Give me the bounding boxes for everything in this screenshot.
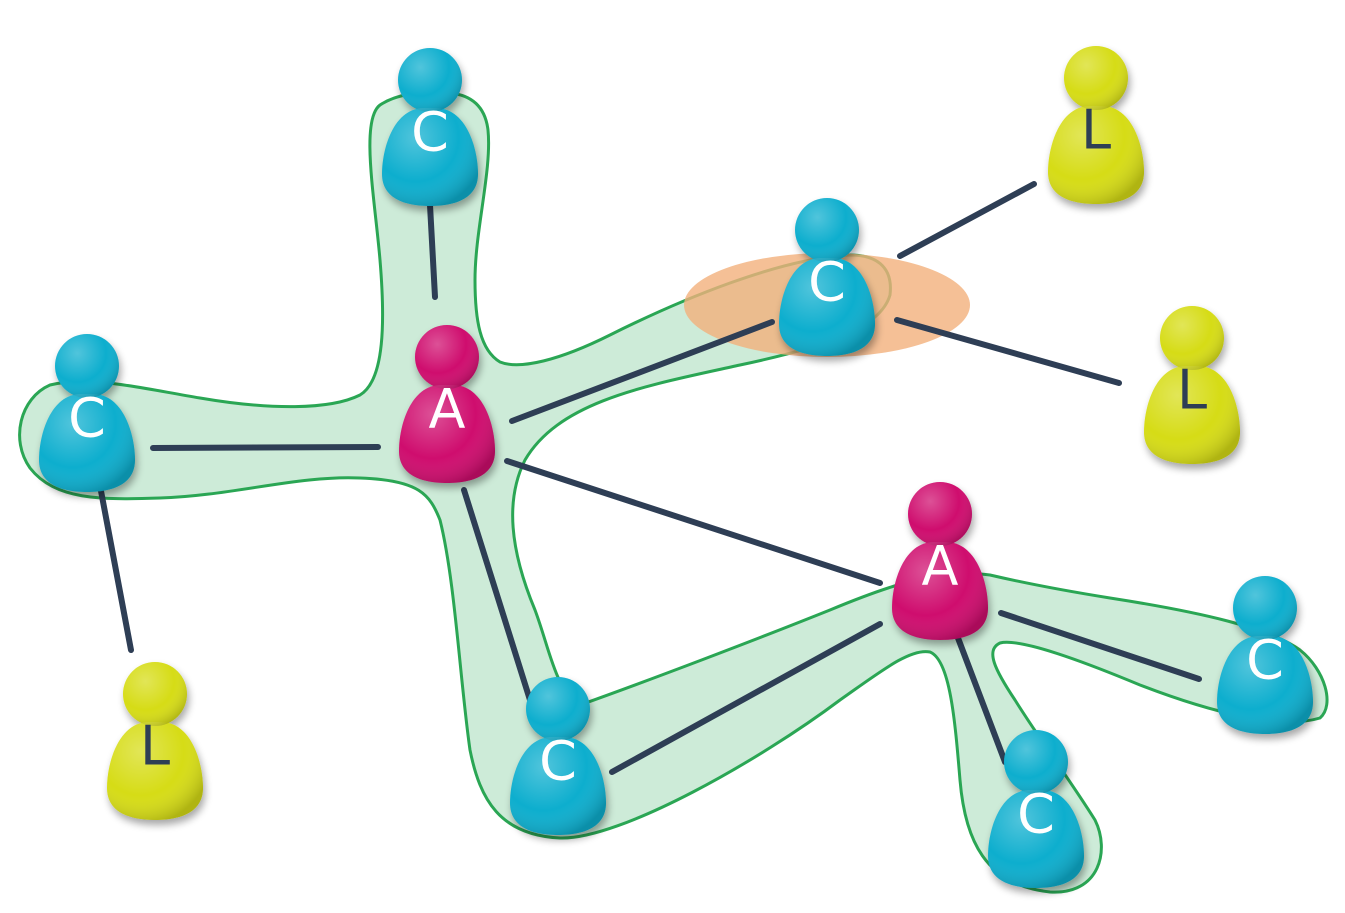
node-label: C [411,101,449,164]
edges [98,181,1202,775]
edge-a-center-c-bottom [461,487,533,703]
edge-c-mid-l-top-right [897,181,1037,259]
node-label: A [429,378,466,441]
edge-a-right-c-right [998,610,1202,682]
node-a-center: A [399,325,495,483]
node-label: C [808,251,846,314]
node-l-bottom-left: L [107,662,203,820]
edge-c-left-l-bottom-left [98,488,134,653]
admin-region [18,90,1329,894]
node-label: A [922,535,959,598]
node-c-bottom-right: C [988,730,1084,888]
node-label: C [539,730,577,793]
node-label: C [1017,783,1055,846]
edge-a-right-c-bottom-right [955,635,1008,765]
node-c-left: C [39,334,135,492]
edge-a-center-c-top [427,202,438,300]
node-label: C [68,387,106,450]
node-label: C [1246,629,1284,692]
node-c-right: C [1217,576,1313,734]
node-c-bottom: C [510,677,606,835]
node-label: L [140,715,170,778]
node-l-top-right: L [1048,46,1144,204]
edge-a-right-c-bottom [609,621,883,775]
node-label: L [1081,99,1111,162]
edge-a-center-c-mid [509,319,775,424]
node-a-right: A [892,482,988,640]
edge-a-center-a-right [504,458,883,586]
node-c-mid: C [779,198,875,356]
node-c-top: C [382,48,478,206]
edge-c-mid-l-right [894,317,1122,386]
edge-a-center-c-left [150,444,381,451]
node-label: L [1177,359,1207,422]
node-l-right: L [1144,306,1240,464]
